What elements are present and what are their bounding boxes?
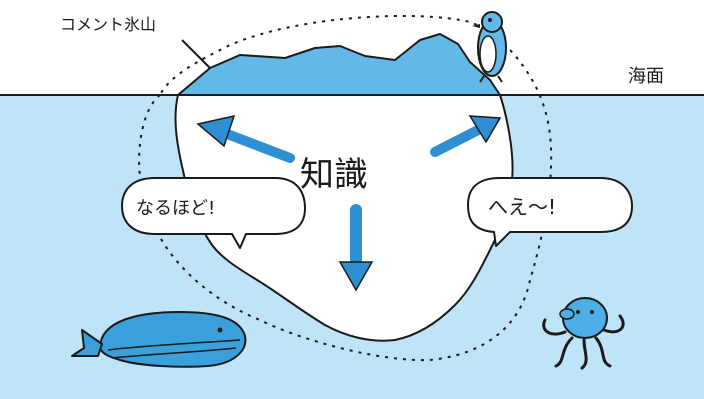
whale-icon [71, 311, 247, 368]
bubble-left-text: なるほど! [136, 198, 215, 219]
octopus-icon [542, 297, 625, 370]
center-knowledge-label: 知識 [300, 155, 368, 195]
arrow-up-left [196, 114, 295, 163]
arrow-up-right [430, 115, 502, 157]
speech-bubble-left [121, 177, 306, 249]
arrow-down [338, 204, 374, 292]
title-pointer-line [181, 39, 211, 69]
bubble-right-text: へえ〜! [488, 195, 556, 219]
sea-surface-label: 海面 [628, 66, 664, 87]
title-label: コメント氷山 [60, 15, 156, 34]
speech-bubble-right [467, 177, 633, 247]
iceberg-dotted-outline [138, 14, 553, 362]
iceberg-top [177, 33, 501, 96]
penguin-icon [472, 11, 507, 83]
